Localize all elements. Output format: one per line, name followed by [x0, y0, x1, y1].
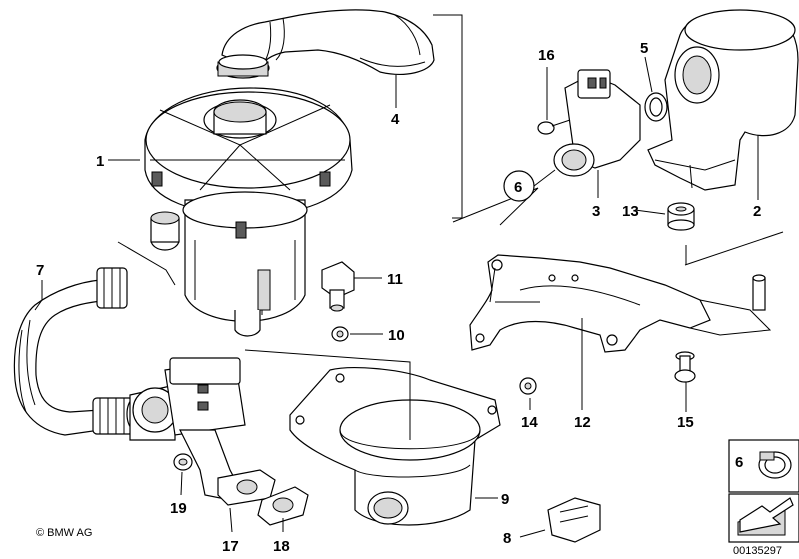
valve-3-illustration [553, 69, 641, 177]
callout-13: 13 [622, 203, 639, 220]
arrow-icon [737, 497, 794, 536]
sensor-11-illustration [321, 261, 355, 312]
legend-box-direction [728, 493, 799, 543]
legend-callout-6: 6 [735, 454, 743, 471]
callout-16: 16 [538, 47, 555, 64]
nut-19-illustration [173, 453, 193, 471]
rubber-mount-13-illustration [667, 202, 695, 231]
callout-4: 4 [391, 111, 400, 128]
bracket-9-illustration [289, 367, 501, 526]
air-filter-housing-2-illustration [647, 9, 799, 191]
document-number: 00135297 [733, 545, 782, 557]
callout-14: 14 [521, 414, 538, 431]
callout-15: 15 [677, 414, 694, 431]
callout-6: 6 [514, 179, 522, 196]
nut-14-illustration [519, 377, 537, 395]
callout-6-circle [503, 170, 535, 202]
callout-9: 9 [501, 491, 509, 508]
callout-7: 7 [36, 262, 44, 279]
hose-4-illustration [216, 9, 435, 79]
leader-lines [34, 56, 759, 538]
copyright-text: © BMW AG [36, 527, 92, 539]
hose-clamp-icon [758, 451, 792, 479]
pin-illustration [752, 274, 766, 311]
callout-17: 17 [222, 538, 239, 555]
callout-10: 10 [388, 327, 405, 344]
bolt-15-illustration [674, 351, 696, 383]
check-valve-17-illustration [129, 357, 276, 506]
gasket-18-illustration [257, 486, 309, 526]
callout-18: 18 [273, 538, 290, 555]
callout-3: 3 [592, 203, 600, 220]
legend-box-hose-clamp: 6 [728, 439, 799, 493]
screw-16-illustration [537, 119, 571, 135]
air-pump-1-illustration [144, 87, 353, 337]
callout-12: 12 [574, 414, 591, 431]
callout-11: 11 [387, 271, 403, 288]
nut-10-illustration [331, 326, 349, 342]
callout-labels: 1 2 3 4 5 6 7 8 9 10 11 12 13 14 15 16 1… [36, 40, 761, 555]
reference-lines [117, 14, 784, 440]
o-ring-5-illustration [644, 92, 668, 122]
callout-19: 19 [170, 500, 187, 517]
clip-8-illustration [547, 497, 601, 543]
callout-5: 5 [640, 40, 648, 57]
callout-1: 1 [96, 153, 104, 170]
bracket-12-illustration [469, 254, 772, 353]
callout-8: 8 [503, 530, 511, 547]
hose-7-illustration [13, 267, 144, 436]
callout-2: 2 [753, 203, 761, 220]
